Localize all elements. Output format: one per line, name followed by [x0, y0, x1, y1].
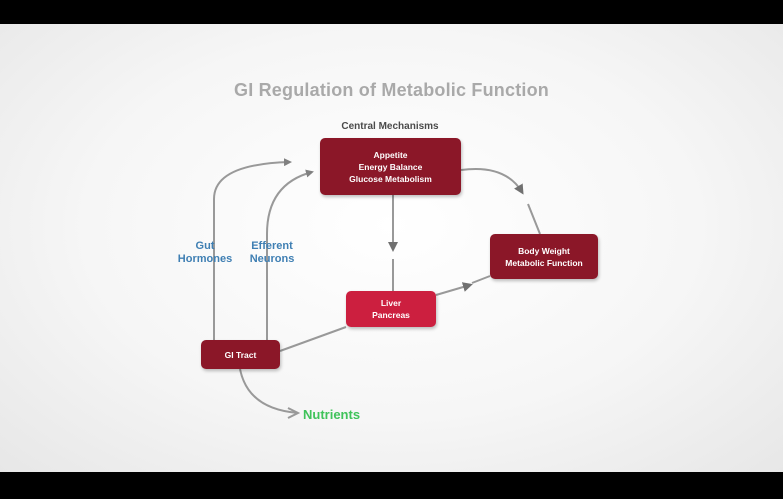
line-gi-to-liver: [279, 326, 347, 352]
central-mechanisms-box: Appetite Energy Balance Glucose Metaboli…: [320, 138, 461, 195]
central-line-2: Energy Balance: [358, 161, 423, 172]
arrow-layer: [213, 158, 541, 419]
efferent-line-1: Efferent: [251, 240, 293, 252]
central-line-1: Appetite: [373, 149, 408, 160]
gut-line-2: Hormones: [177, 253, 233, 265]
arrow-efferent-neurons: [266, 169, 314, 340]
gut-line-1: Gut: [195, 240, 215, 252]
arrow-nutrients: [239, 368, 299, 414]
central-mechanisms-label: Central Mechanisms: [341, 121, 439, 132]
central-line-3: Glucose Metabolism: [349, 173, 432, 184]
gut-hormones-label: Gut Hormones: [165, 240, 245, 266]
body-weight-box: Body Weight Metabolic Function: [490, 234, 598, 279]
line-liver-body-stub: [471, 275, 491, 284]
liver-line-1: Liver: [380, 298, 402, 308]
slide: GI Regulation of Metabolic Function Cent…: [0, 24, 783, 472]
slide-title: GI Regulation of Metabolic Function: [234, 80, 549, 100]
liver-pancreas-box: Liver Pancreas: [346, 291, 436, 327]
nutrients-label: Nutrients: [303, 407, 361, 422]
liver-line-2: Pancreas: [372, 310, 410, 320]
line-body-stub: [527, 203, 541, 235]
arrowhead-nutrients: [287, 407, 301, 419]
body-line-2: Metabolic Function: [505, 257, 583, 268]
arrow-gut-hormones: [213, 158, 292, 340]
arrow-liver-to-body: [435, 282, 473, 296]
gi-label: GI Tract: [224, 349, 257, 360]
efferent-neurons-label: Efferent Neurons: [236, 240, 308, 266]
gi-tract-box: GI Tract: [201, 340, 280, 369]
body-line-1: Body Weight: [518, 245, 570, 256]
efferent-line-2: Neurons: [249, 253, 295, 265]
arrow-central-to-body: [460, 168, 524, 195]
